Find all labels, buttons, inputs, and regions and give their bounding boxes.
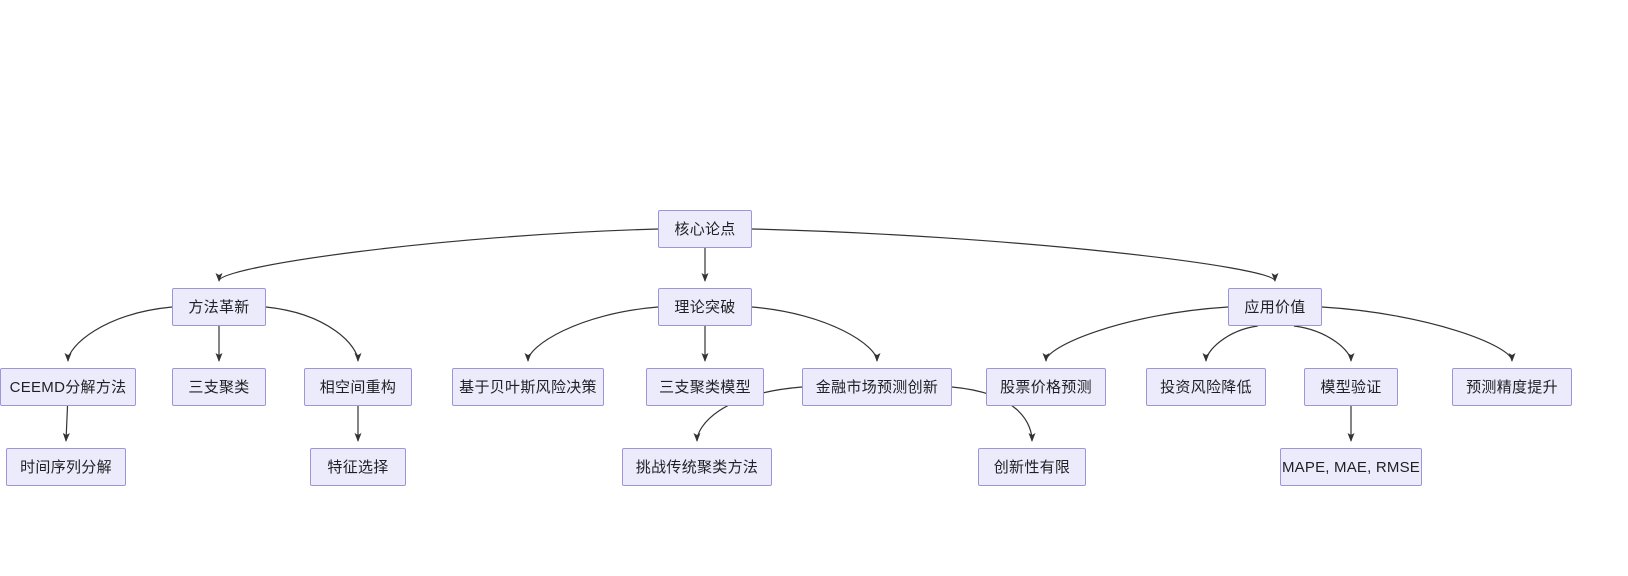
- node-label: 投资风险降低: [1160, 378, 1252, 396]
- edge-application-to-modelvalid: [1293, 325, 1355, 362]
- edge-application-to-stockpred: [1042, 306, 1229, 362]
- node-label: 核心论点: [674, 220, 736, 238]
- node-tsdecomp[interactable]: 时间序列分解: [6, 448, 126, 486]
- node-label: 方法革新: [188, 298, 250, 316]
- node-label: 时间序列分解: [20, 458, 112, 476]
- node-challenge[interactable]: 挑战传统聚类方法: [622, 448, 772, 486]
- edge-ceemd-to-tsdecomp: [62, 405, 70, 442]
- edges-group: [62, 228, 1516, 442]
- edge-theory-to-finance: [751, 306, 881, 362]
- node-modelvalid[interactable]: 模型验证: [1304, 368, 1398, 406]
- edge-theory-to-bayes: [524, 306, 659, 362]
- node-threecluster[interactable]: 三支聚类: [172, 368, 266, 406]
- node-label: 模型验证: [1320, 378, 1382, 396]
- edge-root-to-application: [751, 228, 1279, 282]
- node-limited[interactable]: 创新性有限: [978, 448, 1086, 486]
- node-label: 创新性有限: [993, 458, 1071, 476]
- edge-method-to-phasespace: [265, 306, 362, 362]
- node-application[interactable]: 应用价值: [1228, 288, 1322, 326]
- node-label: 预测精度提升: [1466, 378, 1558, 396]
- node-label: MAPE, MAE, RMSE: [1281, 458, 1421, 476]
- node-label: 相空间重构: [319, 378, 397, 396]
- node-riskdown[interactable]: 投资风险降低: [1146, 368, 1266, 406]
- node-ceemd[interactable]: CEEMD分解方法: [0, 368, 136, 406]
- node-bayes[interactable]: 基于贝叶斯风险决策: [452, 368, 604, 406]
- node-label: 应用价值: [1244, 298, 1306, 316]
- node-label: 特征选择: [327, 458, 389, 476]
- edge-application-to-accuracy: [1321, 306, 1516, 362]
- node-featsel[interactable]: 特征选择: [310, 448, 406, 486]
- edge-method-to-ceemd: [64, 306, 173, 362]
- node-root[interactable]: 核心论点: [658, 210, 752, 248]
- node-finance[interactable]: 金融市场预测创新: [802, 368, 952, 406]
- node-tcmodel[interactable]: 三支聚类模型: [646, 368, 764, 406]
- node-label: CEEMD分解方法: [9, 378, 127, 396]
- edge-root-to-method: [215, 228, 659, 282]
- node-method[interactable]: 方法革新: [172, 288, 266, 326]
- node-label: 股票价格预测: [1000, 378, 1092, 396]
- node-label: 挑战传统聚类方法: [635, 458, 759, 476]
- node-accuracy[interactable]: 预测精度提升: [1452, 368, 1572, 406]
- edge-application-to-riskdown: [1202, 325, 1258, 362]
- node-label: 三支聚类模型: [659, 378, 751, 396]
- node-phasespace[interactable]: 相空间重构: [304, 368, 412, 406]
- node-theory[interactable]: 理论突破: [658, 288, 752, 326]
- node-label: 三支聚类: [188, 378, 250, 396]
- node-label: 理论突破: [674, 298, 736, 316]
- node-stockpred[interactable]: 股票价格预测: [986, 368, 1106, 406]
- node-label: 金融市场预测创新: [815, 378, 939, 396]
- node-metrics[interactable]: MAPE, MAE, RMSE: [1280, 448, 1422, 486]
- node-label: 基于贝叶斯风险决策: [459, 378, 597, 396]
